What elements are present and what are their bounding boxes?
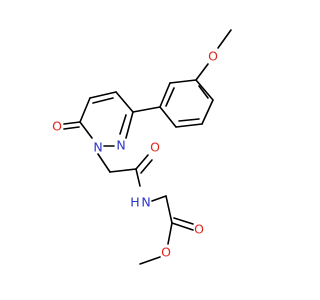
bond-pyr-n2-c3-inner <box>119 114 127 135</box>
atom-oxygen-ester: O <box>161 245 171 260</box>
bond-methyl-o <box>217 29 232 49</box>
atom-label-layer: O O N N O N H O O <box>52 49 218 260</box>
bond-nh-ch2 <box>151 195 167 202</box>
bond-o-aryl <box>195 63 209 81</box>
molecule-structure: O O N N O N H O O <box>52 29 232 265</box>
bond-amide-co-2 <box>140 159 153 174</box>
atom-nitrogen-amide: N <box>141 195 150 210</box>
bond-benzene-1 <box>195 79 214 101</box>
bond-o-methyl <box>139 256 161 265</box>
bond-ketone-1 <box>63 121 81 125</box>
bond-ester-co-1 <box>171 222 194 231</box>
bond-benzene-3 <box>175 123 203 128</box>
bond-pyr-c6-n1 <box>79 121 93 139</box>
bond-benzene-1-inner <box>198 85 209 99</box>
bond-benzene-5 <box>159 82 171 108</box>
bond-ester-co-2 <box>173 217 194 225</box>
atom-oxygen-ester-carbonyl: O <box>194 222 204 237</box>
bond-benzene-3-inner <box>178 118 200 122</box>
atom-oxygen-methoxy: O <box>208 49 218 64</box>
atom-nitrogen-ring-2: N <box>116 138 125 153</box>
structure-canvas: O O N N O N H O O <box>52 29 232 265</box>
bond-co-nh <box>135 168 141 187</box>
bond-n1-ch2 <box>97 153 111 173</box>
bond-ch2-ester <box>165 195 173 224</box>
bond-pyr-c4-c5-inner <box>92 97 114 104</box>
atom-oxygen-ring-ketone: O <box>52 119 62 134</box>
bond-pyr-c3-c4 <box>115 91 134 113</box>
bond-benzene-5-inner <box>165 87 175 107</box>
atom-oxygen-amide: O <box>150 140 160 155</box>
bond-pyr-n2-c3 <box>125 111 134 139</box>
bond-benzene-2 <box>201 99 214 125</box>
atom-hydrogen-amide: H <box>130 195 139 210</box>
bond-pyr-c5-c6 <box>79 97 91 123</box>
bond-ester-o <box>167 222 173 245</box>
bond-amide-co-1 <box>135 154 149 170</box>
bond-benzene-6 <box>169 79 197 84</box>
bond-layer <box>63 29 232 265</box>
atom-nitrogen-ring-1: N <box>93 140 102 155</box>
bond-pyr-c4-c5 <box>89 91 117 99</box>
bond-benzene-4 <box>159 106 177 128</box>
bond-ketone-2 <box>63 126 80 130</box>
bond-ch2-co <box>109 168 137 173</box>
bond-aryl-ring <box>132 106 161 113</box>
